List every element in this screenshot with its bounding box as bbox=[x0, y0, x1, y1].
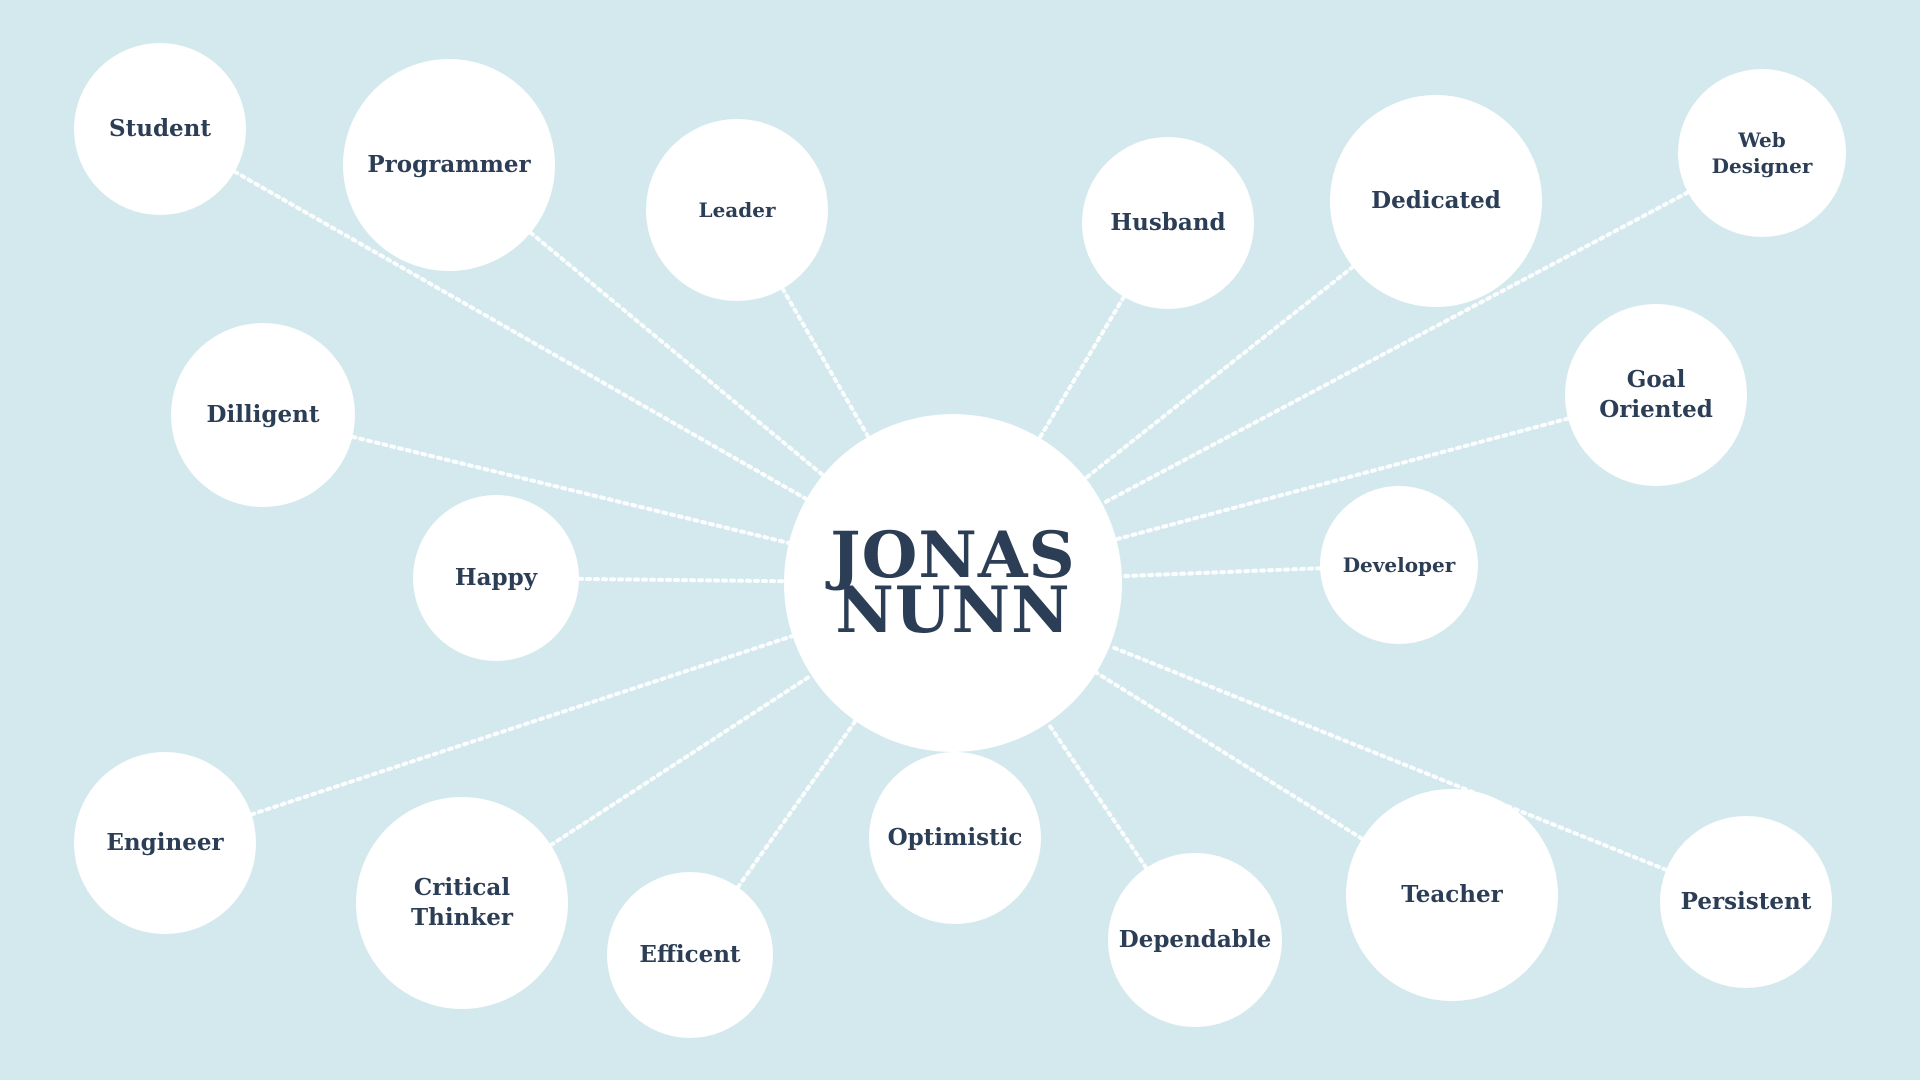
connector-teacher bbox=[1094, 670, 1365, 841]
trait-persistent: Persistent bbox=[1660, 816, 1832, 988]
connector-developer bbox=[1119, 566, 1323, 579]
connector-husband bbox=[1037, 294, 1126, 440]
trait-husband: Husband bbox=[1082, 137, 1254, 309]
connector-dedicated bbox=[1083, 264, 1355, 481]
trait-student: Student bbox=[74, 43, 246, 215]
trait-optimistic: Optimistic bbox=[869, 752, 1041, 924]
trait-dedicated: Dedicated bbox=[1330, 95, 1542, 307]
connector-dilligent bbox=[350, 434, 791, 545]
connector-goal-oriented bbox=[1114, 416, 1571, 542]
trait-critical-thinker: Critical Thinker bbox=[356, 797, 568, 1009]
trait-developer: Developer bbox=[1320, 486, 1478, 644]
trait-goal-oriented: Goal Oriented bbox=[1565, 304, 1747, 486]
center-node: JONAS NUNN bbox=[784, 414, 1122, 752]
trait-efficent: Efficent bbox=[607, 872, 773, 1038]
connector-efficent bbox=[735, 719, 858, 890]
trait-teacher: Teacher bbox=[1346, 789, 1558, 1001]
connector-persistent bbox=[1107, 644, 1669, 872]
trait-dependable: Dependable bbox=[1108, 853, 1282, 1027]
connector-leader bbox=[780, 286, 871, 439]
connector-engineer bbox=[249, 634, 795, 817]
trait-leader: Leader bbox=[646, 119, 828, 301]
trait-engineer: Engineer bbox=[74, 752, 256, 934]
trait-web-designer: Web Designer bbox=[1678, 69, 1846, 237]
connector-student bbox=[232, 169, 809, 501]
trait-programmer: Programmer bbox=[343, 59, 555, 271]
connector-web-designer bbox=[1100, 190, 1690, 506]
connector-dependable bbox=[1045, 720, 1149, 870]
connector-programmer bbox=[528, 230, 825, 478]
trait-happy: Happy bbox=[413, 495, 579, 661]
connector-happy bbox=[577, 576, 786, 584]
trait-dilligent: Dilligent bbox=[171, 323, 355, 507]
connector-critical-thinker bbox=[548, 673, 814, 848]
